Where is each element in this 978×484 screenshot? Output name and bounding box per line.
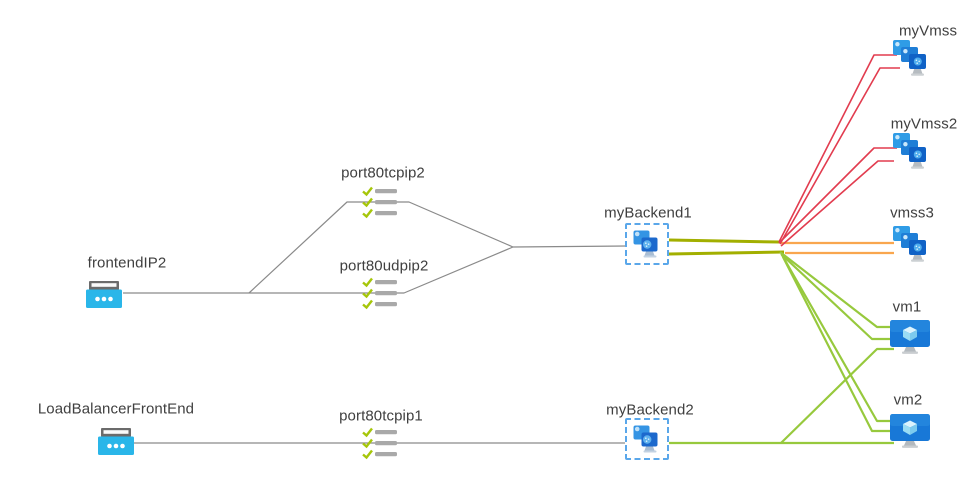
edge-junction-to-vm2-1 bbox=[781, 254, 894, 423]
vm-scale-set-icon bbox=[892, 40, 934, 80]
node-label-vm2: vm2 bbox=[893, 391, 923, 409]
virtual-machine-icon bbox=[890, 414, 932, 450]
node-myVmss2[interactable] bbox=[892, 133, 934, 173]
backend-pool-icon bbox=[632, 229, 662, 259]
frontend-ip-icon bbox=[96, 428, 136, 456]
node-label-port80tcpip1: port80tcpip1 bbox=[339, 407, 423, 425]
node-label-myBackend2: myBackend2 bbox=[606, 401, 694, 419]
edge-junction-to-myVmss-1 bbox=[778, 54, 897, 243]
frontend-ip-icon bbox=[84, 281, 124, 309]
edge-junction-to-vm2-2 bbox=[782, 256, 894, 433]
edge-myBackend2-branch-to-vm1 bbox=[780, 347, 894, 444]
node-label-vm1: vm1 bbox=[892, 298, 922, 316]
node-frontendIP2[interactable] bbox=[84, 281, 124, 309]
node-label-port80tcpip2: port80tcpip2 bbox=[341, 164, 425, 182]
vm-scale-set-icon bbox=[892, 226, 934, 266]
node-myBackend2[interactable] bbox=[625, 418, 669, 460]
lb-rule-checklist-icon bbox=[362, 427, 400, 461]
lb-rule-checklist-icon bbox=[362, 186, 400, 220]
node-label-myVmss2: myVmss2 bbox=[890, 115, 958, 133]
backend-pool-box bbox=[625, 418, 669, 460]
node-port80tcpip1[interactable] bbox=[362, 427, 400, 461]
node-vmss3[interactable] bbox=[892, 226, 934, 266]
node-port80udpip2[interactable] bbox=[362, 277, 400, 311]
vm-scale-set-icon bbox=[892, 133, 934, 173]
node-LoadBalancerFrontEnd[interactable] bbox=[96, 428, 136, 456]
lb-rule-checklist-icon bbox=[362, 277, 400, 311]
node-label-vmss3: vmss3 bbox=[890, 204, 934, 222]
virtual-machine-icon bbox=[890, 320, 932, 356]
edge-myBackend1-out-lower bbox=[668, 250, 785, 256]
edge-junction-to-myVmss-2 bbox=[779, 67, 900, 245]
node-label-myBackend1: myBackend1 bbox=[604, 204, 692, 222]
edge-junction-to-myVmss2-2 bbox=[780, 160, 894, 247]
node-label-port80udpip2: port80udpip2 bbox=[339, 257, 429, 275]
node-label-frontendIP2: frontendIP2 bbox=[87, 254, 167, 272]
node-port80tcpip2[interactable] bbox=[362, 186, 400, 220]
backend-pool-icon bbox=[632, 424, 662, 454]
backend-pool-box bbox=[625, 223, 669, 265]
node-label-LoadBalancerFrontEnd: LoadBalancerFrontEnd bbox=[37, 400, 195, 418]
edge-junction-to-myVmss2-1 bbox=[778, 147, 897, 244]
node-vm1[interactable] bbox=[890, 320, 932, 356]
node-myBackend1[interactable] bbox=[625, 223, 669, 265]
node-vm2[interactable] bbox=[890, 414, 932, 450]
edge-myBackend1-out-upper bbox=[668, 238, 780, 244]
node-label-myVmss: myVmss bbox=[898, 22, 958, 40]
edge-junction-to-vm1-1 bbox=[779, 251, 894, 329]
edge-junction-to-vm1-2 bbox=[780, 253, 894, 341]
node-myVmss[interactable] bbox=[892, 40, 934, 80]
